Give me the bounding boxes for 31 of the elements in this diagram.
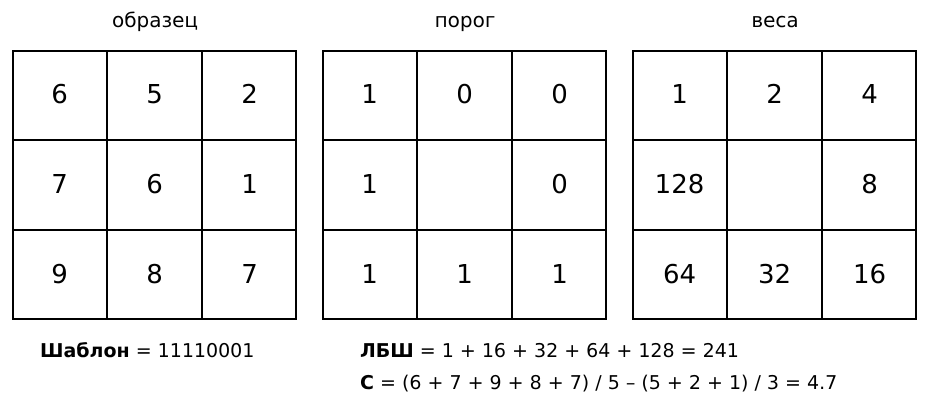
table-cell: 64 bbox=[632, 230, 727, 320]
table-cell: 8 bbox=[822, 140, 917, 230]
table-cell: 1 bbox=[322, 50, 417, 140]
formula-text: С = (6 + 7 + 9 + 8 + 7) / 5 – (5 + 2 + 1) / 3 = 4.7 bbox=[360, 372, 838, 394]
table-cell: 1 bbox=[417, 230, 512, 320]
table-cell: 8 bbox=[107, 230, 202, 320]
table-title: порог bbox=[434, 8, 496, 32]
table-title: веса bbox=[750, 8, 800, 32]
table-cell: 7 bbox=[12, 140, 107, 230]
formula-text: Шаблон = 11110001 bbox=[40, 340, 254, 362]
table-cell: 0 bbox=[417, 50, 512, 140]
table-cell: 0 bbox=[512, 140, 607, 230]
table-cell: 1 bbox=[632, 50, 727, 140]
table-cell: 7 bbox=[202, 230, 297, 320]
table-cell: 1 bbox=[322, 140, 417, 230]
table-title: образец bbox=[110, 8, 200, 32]
table-cell: 32 bbox=[727, 230, 822, 320]
table-cell: 0 bbox=[512, 50, 607, 140]
table-cell: 6 bbox=[12, 50, 107, 140]
table-cell: 2 bbox=[727, 50, 822, 140]
formula-text: ЛБШ = 1 + 16 + 32 + 64 + 128 = 241 bbox=[360, 340, 739, 362]
table-cell: 2 bbox=[202, 50, 297, 140]
table-cell: 16 bbox=[822, 230, 917, 320]
table-cell: 6 bbox=[107, 140, 202, 230]
table-cell: 4 bbox=[822, 50, 917, 140]
table-cell: 5 bbox=[107, 50, 202, 140]
table-cell: 1 bbox=[202, 140, 297, 230]
table-cell: 1 bbox=[322, 230, 417, 320]
table-cell: 9 bbox=[12, 230, 107, 320]
table-cell: 128 bbox=[632, 140, 727, 230]
table-cell: 1 bbox=[512, 230, 607, 320]
